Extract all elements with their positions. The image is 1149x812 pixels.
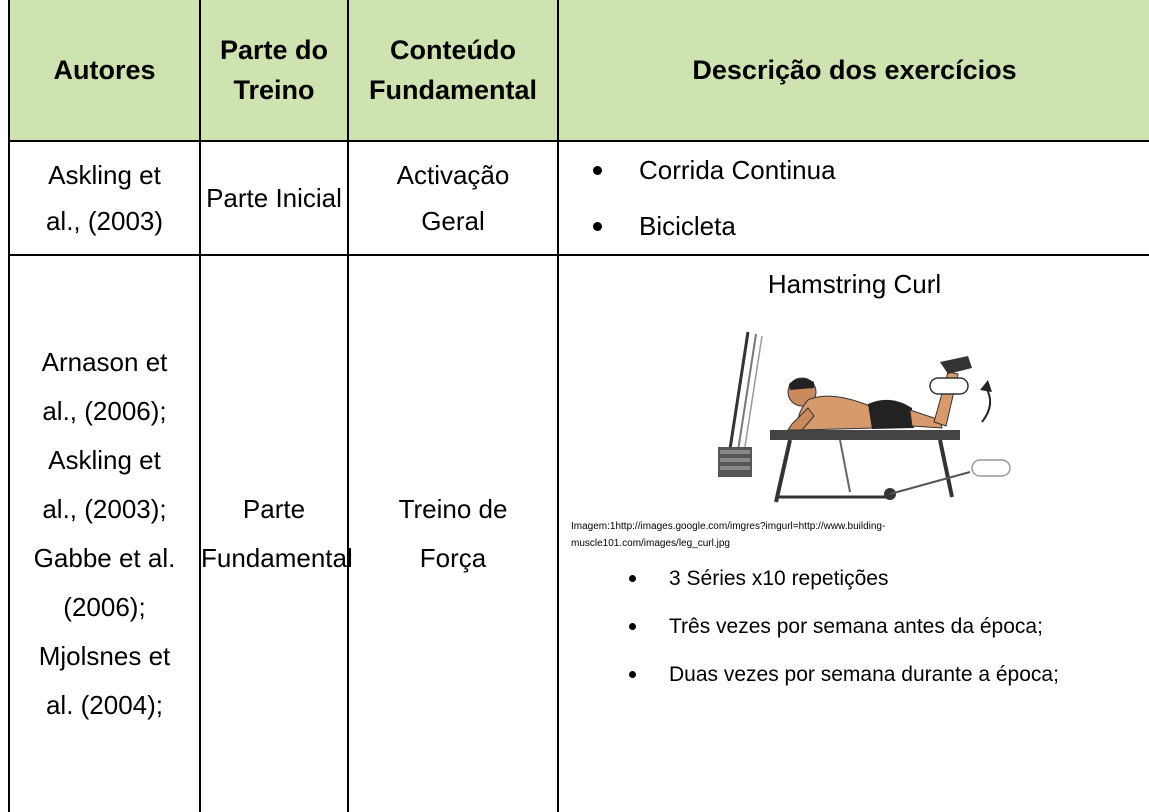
header-descricao: Descrição dos exercícios xyxy=(557,0,1149,142)
hamstring-curl-illustration xyxy=(717,331,1011,503)
cell-parte: Parte Inicial xyxy=(199,140,349,256)
bullet-icon xyxy=(629,575,636,582)
header-autores: Autores xyxy=(8,0,201,142)
list-item: Corrida Continua xyxy=(559,142,1149,198)
exercise-title: Hamstring Curl xyxy=(767,269,942,299)
list-item: 3 Séries x10 repetições xyxy=(559,558,1149,600)
bullet-icon xyxy=(593,222,602,231)
cell-descricao: Hamstring Curl xyxy=(557,254,1149,812)
list-item: Duas vezes por semana durante a época; xyxy=(559,654,1149,696)
cell-descricao: Corrida Continua Bicicleta xyxy=(557,140,1149,256)
exercise-details-list: 3 Séries x10 repetições Três vezes por s… xyxy=(559,558,1149,696)
bullet-icon xyxy=(593,166,602,175)
image-caption: Imagem:1http://images.google.com/imgres?… xyxy=(571,521,886,549)
cell-autores: Arnason et al., (2006); Askling et al., … xyxy=(8,254,201,812)
list-item: Três vezes por semana antes da época; xyxy=(559,606,1149,648)
list-item: Bicicleta xyxy=(559,198,1149,254)
bullet-icon xyxy=(629,671,636,678)
bullet-icon xyxy=(629,623,636,630)
table-row: Arnason et al., (2006); Askling et al., … xyxy=(8,254,1149,812)
exercise-list: Corrida Continua Bicicleta xyxy=(559,142,1149,254)
